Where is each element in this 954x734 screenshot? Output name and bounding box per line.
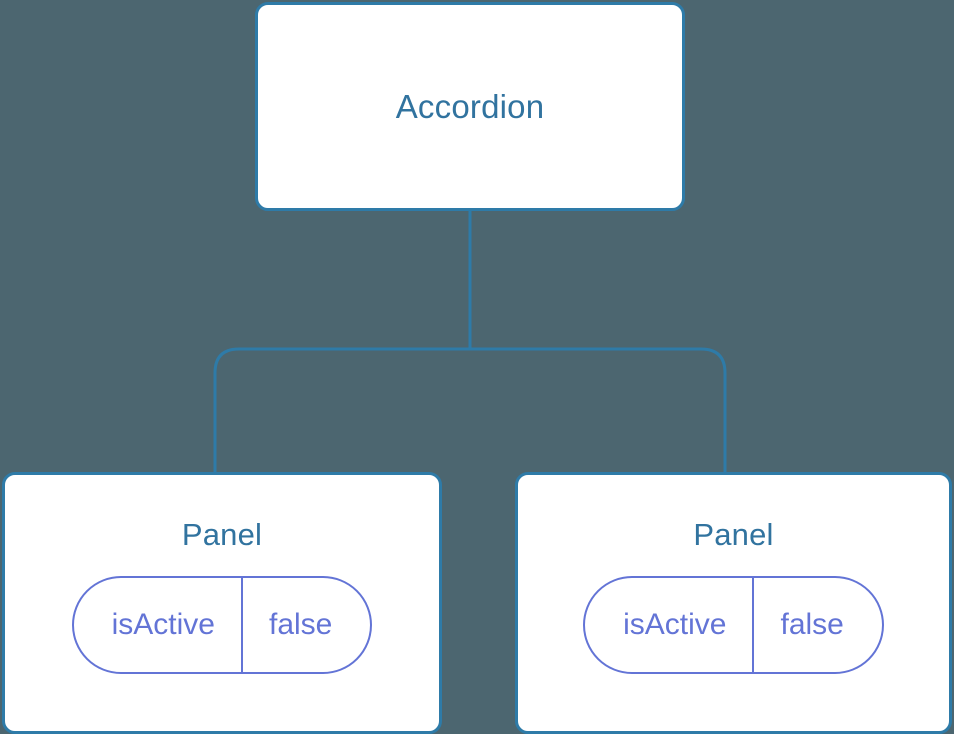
prop-key-isactive-left: isActive — [74, 578, 243, 672]
prop-value-isactive-right: false — [780, 608, 844, 641]
prop-value-isactive-left: false — [268, 608, 333, 641]
connector-branch-left — [213, 347, 470, 474]
node-panel-right[interactable]: Panel isActive false — [515, 472, 952, 734]
prop-pill-right[interactable]: isActive false — [583, 576, 884, 674]
node-accordion[interactable]: Accordion — [255, 2, 685, 211]
prop-key-isactive-right: isActive — [585, 578, 755, 672]
node-panel-left[interactable]: Panel isActive false — [2, 472, 442, 734]
node-panel-right-title: Panel — [693, 517, 774, 552]
connector-branch-right — [470, 347, 727, 474]
node-panel-left-title: Panel — [181, 517, 263, 552]
prop-pill-left[interactable]: isActive false — [71, 576, 373, 674]
node-accordion-title: Accordion — [395, 87, 545, 125]
